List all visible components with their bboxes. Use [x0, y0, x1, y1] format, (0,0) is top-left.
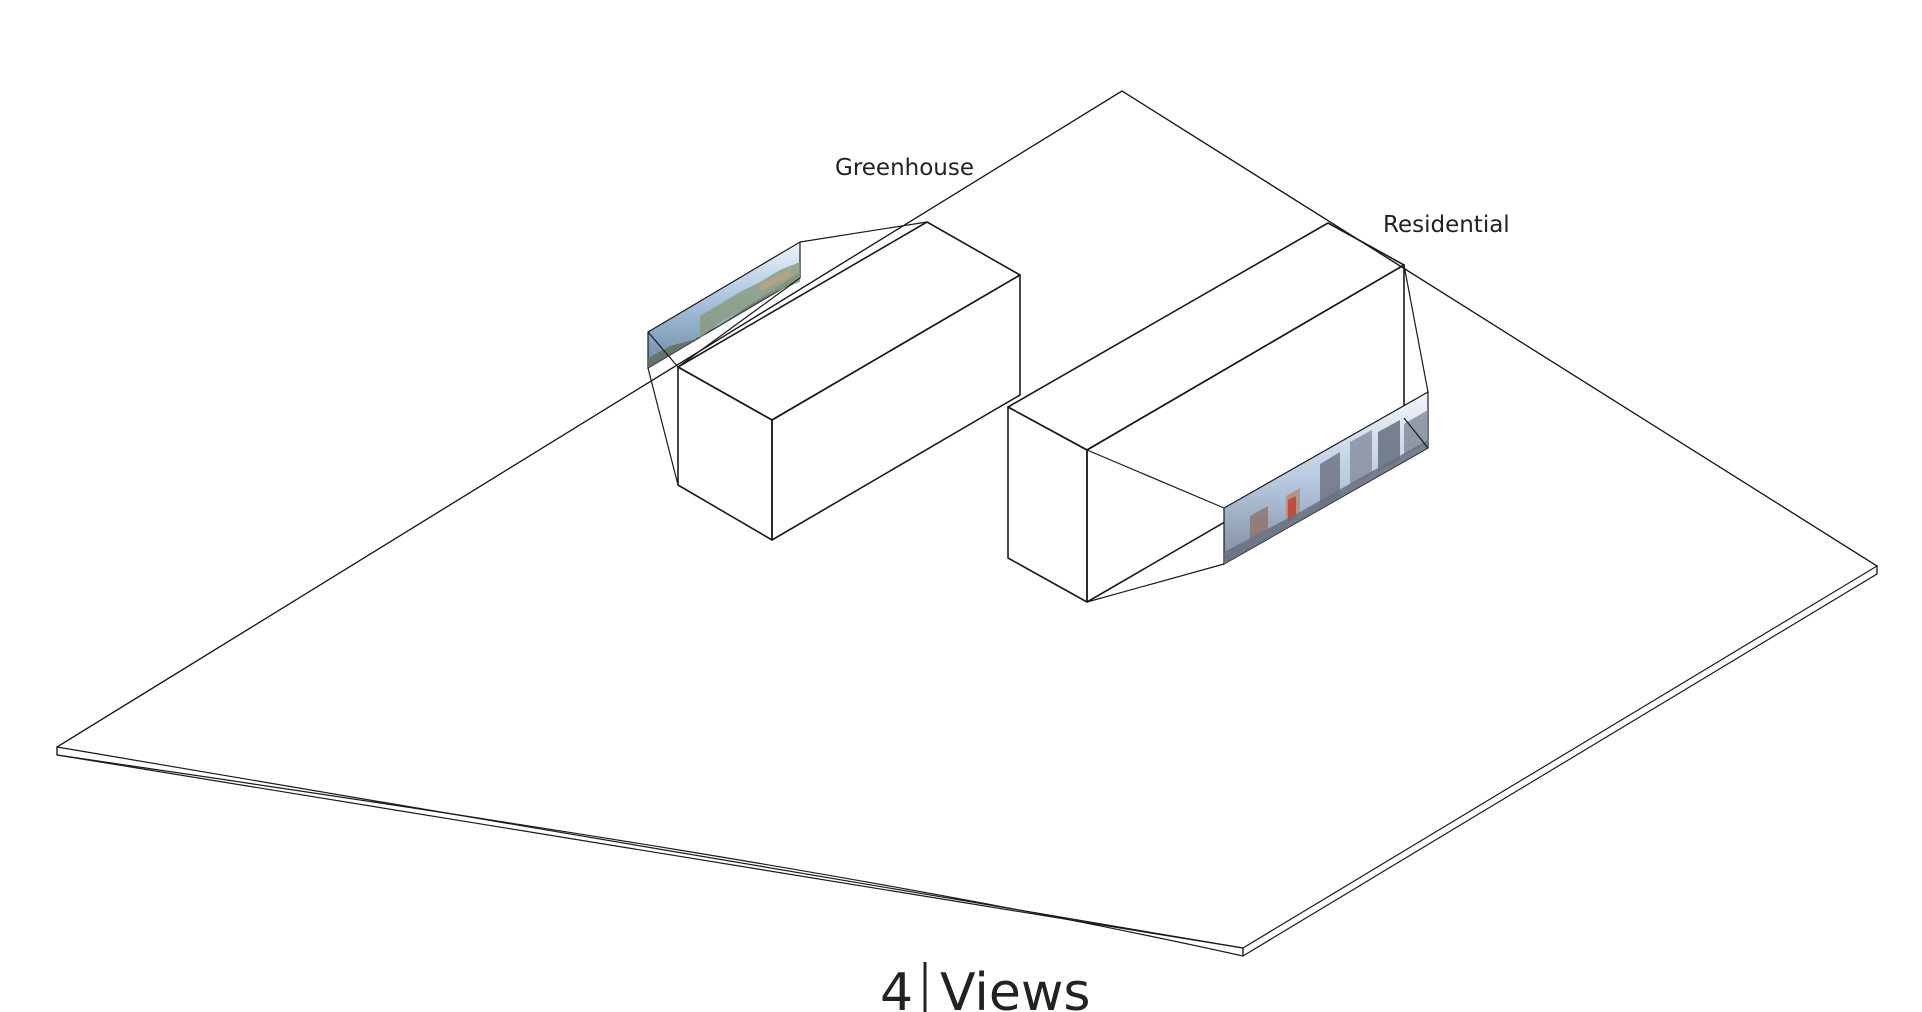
greenhouse-front-face [677, 366, 773, 541]
residential-top-face [1007, 222, 1405, 451]
residential-label: Residential [1383, 212, 1510, 238]
caption-title: Views [940, 963, 1091, 1012]
figure-caption: 4 Views [880, 962, 1091, 1012]
site-plane [56, 90, 1878, 958]
greenhouse-view-panel [647, 221, 928, 486]
residential-view-panel [1086, 264, 1429, 603]
residential-block [1007, 222, 1405, 603]
greenhouse-top-face [677, 221, 1021, 421]
residential-front-face [1007, 406, 1088, 603]
greenhouse-block [677, 221, 1021, 541]
caption-number: 4 [880, 963, 913, 1012]
greenhouse-label: Greenhouse [835, 155, 974, 181]
greenhouse-side-face [771, 274, 1021, 541]
